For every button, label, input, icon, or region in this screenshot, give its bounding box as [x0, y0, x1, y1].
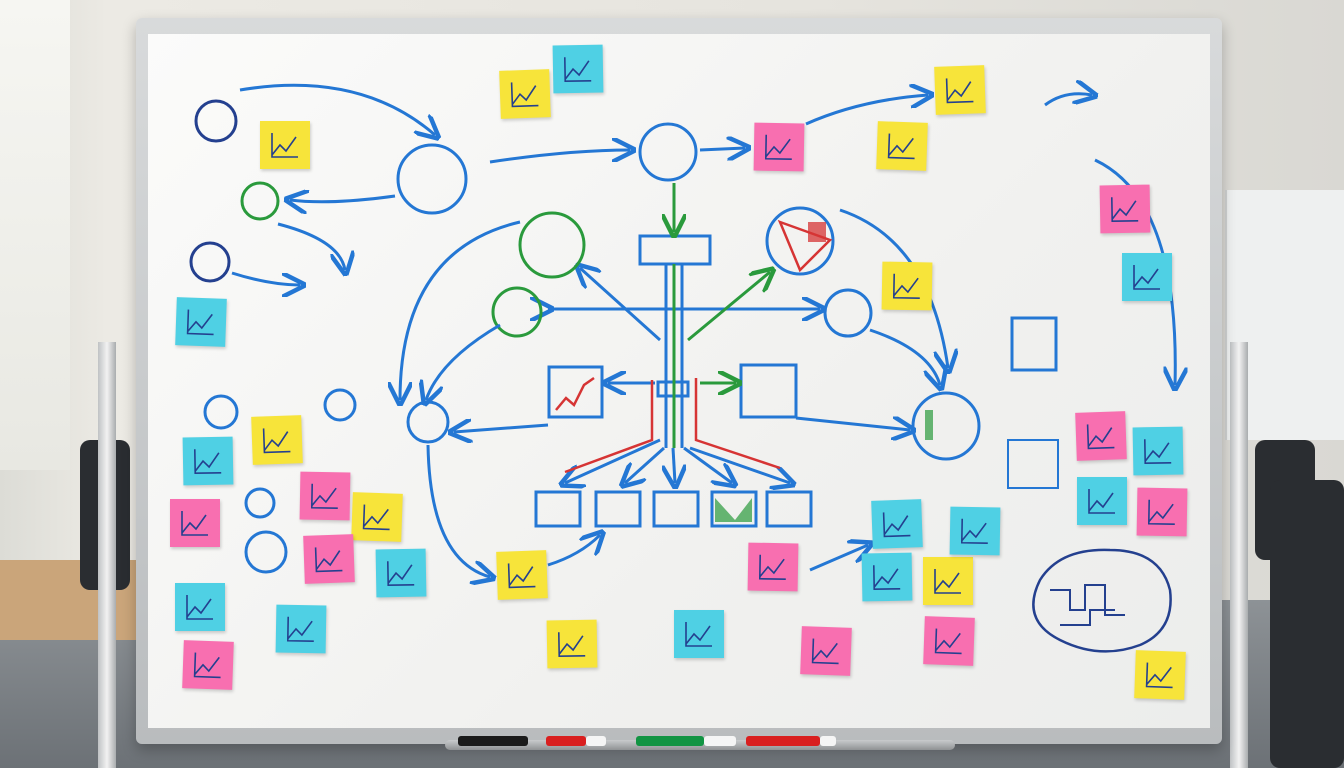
marker-green[interactable]: [636, 736, 736, 746]
sketch-icon: [934, 569, 961, 594]
sketch-icon: [193, 652, 221, 679]
sketch-icon: [314, 547, 343, 573]
sticky-note-pink: [1099, 184, 1151, 234]
sketch-icon: [1133, 265, 1160, 290]
sketch-icon: [758, 554, 786, 581]
sketch-icon: [262, 428, 291, 454]
sketch-icon: [960, 518, 988, 545]
sketch-icon: [1143, 439, 1172, 465]
sketch-icon: [510, 82, 539, 108]
sketch-icon: [945, 78, 974, 104]
marker-black[interactable]: [458, 736, 538, 746]
sticky-note-pink: [299, 471, 351, 521]
marker-red[interactable]: [546, 736, 606, 746]
sticky-note-yellow: [499, 69, 551, 119]
sketch-icon: [1086, 424, 1115, 450]
sticky-note-yellow: [876, 121, 928, 171]
sticky-note-yellow: [546, 619, 598, 669]
sketch-icon: [186, 309, 214, 336]
easel-leg-right: [1230, 342, 1248, 768]
sticky-note-pink: [747, 542, 799, 592]
sticky-note-cyan: [1132, 426, 1184, 476]
sticky-note-yellow: [251, 415, 303, 465]
sticky-note-pink: [1136, 487, 1188, 537]
sketch-icon: [386, 561, 415, 587]
sketch-icon: [1110, 197, 1139, 223]
sketch-icon: [811, 638, 839, 665]
sketch-icon: [563, 57, 592, 83]
sticky-note-cyan: [674, 610, 724, 658]
sticky-note-pink: [182, 640, 234, 690]
sketch-icon: [362, 504, 390, 531]
sticky-note-cyan: [375, 548, 427, 598]
sketch-icon: [193, 449, 222, 475]
whiteboard-drawings: [189, 34, 1210, 653]
sketch-icon: [892, 273, 920, 300]
sticky-note-pink: [170, 499, 220, 547]
sticky-note-yellow: [260, 121, 310, 169]
sticky-note-yellow: [496, 550, 548, 600]
sketch-icon: [286, 616, 314, 643]
sticky-note-pink: [303, 534, 355, 584]
marker-red[interactable]: [746, 736, 836, 746]
sticky-note-cyan: [275, 604, 327, 654]
sticky-note-cyan: [552, 44, 604, 94]
sketch-icon: [557, 632, 586, 658]
sticky-note-pink: [1075, 411, 1127, 461]
sticky-note-pink: [753, 122, 805, 172]
sticky-note-cyan: [1077, 477, 1127, 525]
sketch-icon: [186, 595, 213, 620]
window: [0, 0, 70, 470]
sticky-note-cyan: [861, 552, 913, 602]
sticky-note-yellow: [934, 65, 986, 115]
sketch-icon: [181, 511, 208, 536]
sketch-icon: [685, 622, 712, 647]
sticky-note-pink: [800, 626, 852, 676]
sticky-note-yellow: [923, 557, 973, 605]
sticky-note-cyan: [949, 506, 1001, 556]
easel-leg-left: [98, 342, 116, 768]
sketch-icon: [882, 512, 911, 538]
sticky-note-cyan: [871, 499, 923, 549]
sticky-note-cyan: [175, 583, 225, 631]
sketch-icon: [764, 134, 792, 161]
sticky-note-yellow: [881, 261, 933, 311]
sketch-icon: [1147, 499, 1175, 526]
sticky-note-yellow: [1134, 650, 1186, 700]
sketch-icon: [872, 565, 901, 591]
sketch-icon: [1088, 489, 1115, 514]
sketch-icon: [934, 628, 962, 655]
sticky-note-yellow: [351, 492, 403, 542]
sketch-icon: [507, 563, 536, 589]
chair: [1270, 480, 1344, 768]
sticky-note-cyan: [182, 436, 234, 486]
sketch-icon: [1145, 662, 1173, 689]
sketch-icon: [310, 483, 338, 510]
sticky-note-cyan: [175, 297, 227, 347]
sticky-note-pink: [923, 616, 975, 666]
sticky-note-cyan: [1122, 253, 1172, 301]
sketch-icon: [271, 133, 298, 158]
sketch-icon: [887, 133, 915, 160]
